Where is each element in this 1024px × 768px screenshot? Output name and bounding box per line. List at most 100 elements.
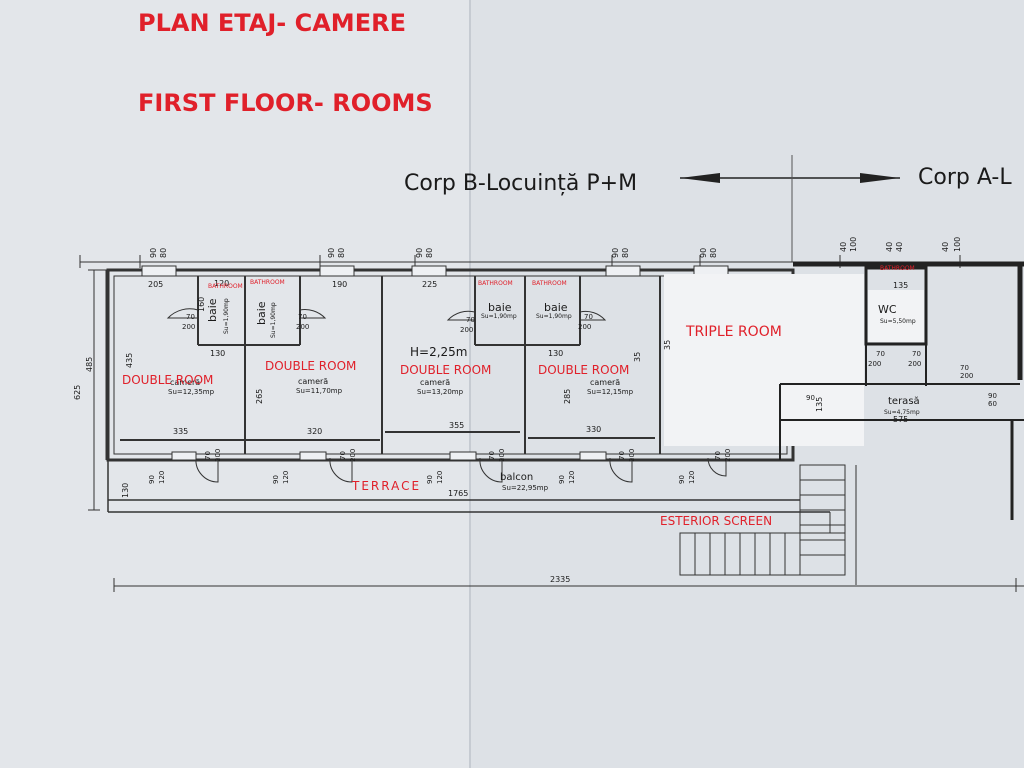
- terrace-label: TERRACE: [351, 479, 421, 493]
- title-ro: PLAN ETAJ- CAMERE: [138, 9, 406, 37]
- svg-text:200: 200: [628, 449, 636, 462]
- room-3-camera: cameră: [420, 378, 450, 387]
- svg-text:Su=1,90mp: Su=1,90mp: [270, 302, 277, 338]
- room-depth-labels: 265 285 35 35 160 135: [197, 297, 824, 412]
- svg-text:40: 40: [885, 242, 894, 252]
- svg-text:baie: baie: [488, 301, 512, 314]
- wc-label: WC: [878, 303, 897, 316]
- svg-text:70: 70: [204, 451, 212, 460]
- svg-text:200: 200: [960, 372, 973, 380]
- svg-text:200: 200: [349, 449, 357, 462]
- svg-text:90: 90: [678, 475, 686, 484]
- wing-right-label: Corp A-L: [918, 165, 1012, 190]
- svg-text:90: 90: [426, 475, 434, 484]
- svg-text:320: 320: [307, 427, 322, 436]
- svg-text:Su=1,90mp: Su=1,90mp: [536, 313, 572, 320]
- svg-text:90: 90: [558, 475, 566, 484]
- room-1-type: DOUBLE ROOM: [122, 373, 213, 387]
- svg-text:70: 70: [714, 451, 722, 460]
- dim-130: 130: [121, 483, 130, 498]
- right-wing-walls: [779, 261, 1024, 520]
- svg-text:90: 90: [988, 392, 997, 400]
- interior-walls: [120, 276, 661, 454]
- svg-text:Su=1,90mp: Su=1,90mp: [223, 298, 230, 334]
- room-4-camera: cameră: [590, 378, 620, 387]
- svg-text:205: 205: [148, 280, 163, 289]
- svg-text:70: 70: [584, 313, 593, 321]
- svg-text:baie: baie: [255, 301, 268, 325]
- svg-text:160: 160: [197, 297, 206, 312]
- svg-text:baie: baie: [206, 298, 219, 322]
- svg-text:120: 120: [436, 471, 444, 484]
- room-4-type: DOUBLE ROOM: [538, 363, 629, 377]
- svg-text:70: 70: [912, 350, 921, 358]
- svg-text:90: 90: [327, 248, 336, 258]
- room-3-type: DOUBLE ROOM: [400, 363, 491, 377]
- svg-text:70: 70: [618, 451, 626, 460]
- svg-text:200: 200: [578, 323, 591, 331]
- room-2-type: DOUBLE ROOM: [265, 359, 356, 373]
- svg-text:200: 200: [498, 449, 506, 462]
- svg-text:90: 90: [148, 475, 156, 484]
- baie-labels: baie Su=1,90mp baie Su=1,90mp baie Su=1,…: [206, 298, 572, 338]
- terasa-label: terasă: [888, 396, 920, 407]
- svg-text:baie: baie: [544, 301, 568, 314]
- top-dim-labels: 90 80 90 80 90 80 90 80 90 80 40 100 40 …: [149, 237, 962, 258]
- bottom-dimension-line: [113, 578, 1024, 592]
- triple-room-area: [664, 274, 864, 446]
- bathroom-label: BATHROOM: [208, 283, 243, 290]
- dim-2335: 2335: [550, 575, 570, 584]
- dim-435: 435: [125, 353, 134, 368]
- bathroom-labels: BATHROOM BATHROOM BATHROOM BATHROOM BATH…: [208, 265, 915, 290]
- svg-text:575: 575: [893, 415, 908, 424]
- svg-text:225: 225: [422, 280, 437, 289]
- room-1-camera: cameră: [170, 378, 200, 387]
- svg-text:330: 330: [586, 425, 601, 434]
- svg-text:120: 120: [688, 471, 696, 484]
- svg-text:70: 70: [298, 313, 307, 321]
- svg-text:100: 100: [953, 237, 962, 252]
- bathroom-label: BATHROOM: [532, 280, 567, 287]
- title-en: FIRST FLOOR- ROOMS: [138, 89, 433, 117]
- room-width-labels: 205 120 190 225 335 320 355 330 130 130 …: [148, 279, 908, 498]
- svg-text:200: 200: [908, 360, 921, 368]
- bathroom-label: BATHROOM: [880, 265, 915, 272]
- stairs: [679, 464, 857, 585]
- svg-text:190: 190: [332, 280, 347, 289]
- wc-area-label: Su=5,50mp: [880, 318, 916, 325]
- svg-text:1765: 1765: [448, 489, 468, 498]
- svg-text:120: 120: [158, 471, 166, 484]
- svg-text:80: 80: [159, 248, 168, 258]
- svg-text:80: 80: [337, 248, 346, 258]
- svg-text:90: 90: [149, 248, 158, 258]
- svg-text:120: 120: [568, 471, 576, 484]
- svg-text:35: 35: [663, 340, 672, 350]
- svg-text:60: 60: [988, 400, 997, 408]
- windows: [141, 265, 729, 461]
- svg-text:200: 200: [214, 449, 222, 462]
- svg-text:90: 90: [611, 248, 620, 258]
- wc-area: [868, 290, 924, 342]
- room-4-area: Su=12,15mp: [587, 388, 634, 396]
- dim-485: 485: [85, 357, 94, 372]
- paper-left-panel: [0, 0, 470, 768]
- svg-text:335: 335: [173, 427, 188, 436]
- balcon-area: Su=22,95mp: [502, 484, 549, 492]
- svg-text:80: 80: [621, 248, 630, 258]
- triple-room-label: TRIPLE ROOM: [685, 324, 782, 340]
- svg-text:100: 100: [849, 237, 858, 252]
- svg-text:200: 200: [460, 326, 473, 334]
- balcon-label: balcon: [500, 472, 533, 483]
- svg-text:265: 265: [255, 389, 264, 404]
- room-2-area: Su=11,70mp: [296, 387, 343, 395]
- svg-text:90: 90: [415, 248, 424, 258]
- svg-text:130: 130: [548, 349, 563, 358]
- svg-text:200: 200: [724, 449, 732, 462]
- svg-text:70: 70: [876, 350, 885, 358]
- svg-text:35: 35: [633, 352, 642, 362]
- svg-text:90: 90: [699, 248, 708, 258]
- svg-text:135: 135: [815, 397, 824, 412]
- exterior-screen-label: ESTERIOR SCREEN: [660, 514, 772, 528]
